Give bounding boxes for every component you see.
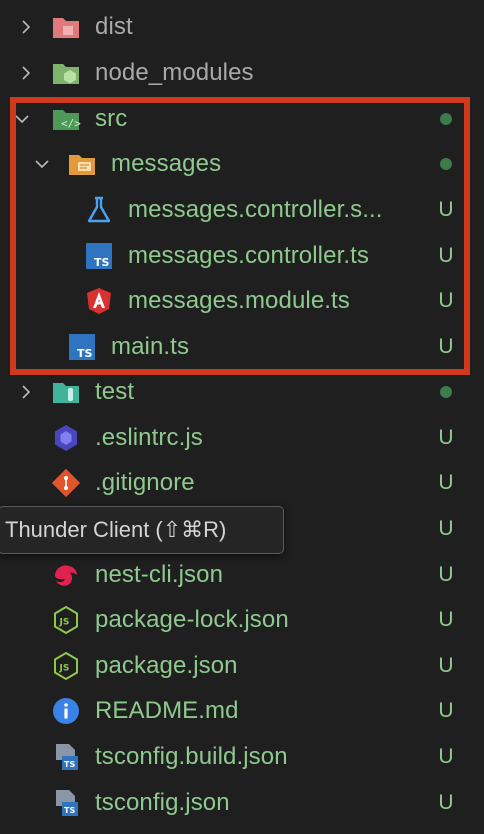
tree-item-package-lock[interactable]: JS package-lock.json U — [0, 597, 484, 643]
untracked-status: U — [438, 791, 454, 814]
modified-dot-indicator — [440, 113, 452, 125]
tree-item-label: src — [95, 105, 128, 132]
info-icon — [51, 696, 81, 726]
tree-item-label: package.json — [95, 652, 238, 679]
tree-item-src[interactable]: </> src — [0, 96, 484, 142]
untracked-status: U — [438, 608, 454, 631]
modified-dot-indicator — [440, 386, 452, 398]
nestjs-icon — [51, 560, 81, 590]
folder-node-icon — [51, 58, 81, 88]
tooltip-text: Thunder Client (⇧⌘R) — [5, 517, 227, 542]
tree-item-label: node_modules — [95, 59, 254, 86]
folder-test-icon — [51, 377, 81, 407]
tree-item-gitignore[interactable]: .gitignore U — [0, 460, 484, 506]
untracked-status: U — [438, 745, 454, 768]
chevron-down-icon[interactable] — [33, 155, 51, 173]
tree-item-nest-cli[interactable]: nest-cli.json U — [0, 552, 484, 598]
tree-item-label: README.md — [95, 697, 239, 724]
folder-src-icon: </> — [51, 104, 81, 134]
tree-item-test[interactable]: test — [0, 369, 484, 415]
tree-item-label: messages — [111, 150, 222, 177]
chevron-right-icon[interactable] — [17, 383, 35, 401]
untracked-status: U — [438, 654, 454, 677]
git-icon — [51, 468, 81, 498]
svg-text:TS: TS — [64, 760, 75, 769]
chevron-right-icon[interactable] — [17, 18, 35, 36]
tree-item-label: main.ts — [111, 333, 190, 360]
tree-item-messages-module[interactable]: messages.module.ts U — [0, 278, 484, 324]
untracked-status: U — [438, 426, 454, 449]
untracked-status: U — [438, 244, 454, 267]
tree-item-label: tsconfig.json — [95, 789, 230, 816]
tree-item-label: test — [95, 378, 135, 405]
chevron-down-icon[interactable] — [13, 110, 31, 128]
svg-text:JS: JS — [59, 664, 70, 674]
untracked-status: U — [438, 335, 454, 358]
tree-item-tsconfig[interactable]: TS tsconfig.json U — [0, 780, 484, 826]
untracked-status: U — [438, 699, 454, 722]
svg-text:TS: TS — [77, 347, 93, 360]
svg-text:TS: TS — [64, 806, 75, 815]
tree-item-main[interactable]: TS main.ts U — [0, 324, 484, 370]
tree-item-package[interactable]: JS package.json U — [0, 643, 484, 689]
tree-item-label: tsconfig.build.json — [95, 743, 288, 770]
nodejs-icon: JS — [51, 651, 81, 681]
folder-dist-icon — [51, 12, 81, 42]
modified-dot-indicator — [440, 158, 452, 170]
angular-icon — [84, 286, 114, 316]
tree-item-label: dist — [95, 13, 133, 40]
svg-text:TS: TS — [94, 256, 110, 269]
tree-item-dist[interactable]: dist — [0, 4, 484, 50]
test-flask-icon — [84, 195, 114, 225]
nodejs-icon: JS — [51, 605, 81, 635]
svg-text:JS: JS — [59, 618, 70, 628]
tsconfig-icon: TS — [51, 788, 81, 818]
tree-item-label: messages.controller.s... — [128, 196, 383, 223]
tree-item-label: .eslintrc.js — [95, 424, 203, 451]
tree-item-label: package-lock.json — [95, 606, 289, 633]
untracked-status: U — [438, 289, 454, 312]
typescript-icon: TS — [67, 332, 97, 362]
tree-item-tsconfig-build[interactable]: TS tsconfig.build.json U — [0, 734, 484, 780]
tree-item-eslintrc[interactable]: .eslintrc.js U — [0, 415, 484, 461]
untracked-status: U — [438, 471, 454, 494]
untracked-status: U — [438, 198, 454, 221]
tree-item-node-modules[interactable]: node_modules — [0, 50, 484, 96]
typescript-icon: TS — [84, 241, 114, 271]
svg-text:</>: </> — [61, 117, 81, 130]
folder-messages-icon — [67, 149, 97, 179]
tree-item-messages-controller[interactable]: TS messages.controller.ts U — [0, 233, 484, 279]
untracked-status: U — [438, 563, 454, 586]
tree-item-messages-controller-spec[interactable]: messages.controller.s... U — [0, 187, 484, 233]
untracked-status: U — [438, 517, 454, 540]
eslint-icon — [51, 423, 81, 453]
tree-item-readme[interactable]: README.md U — [0, 688, 484, 734]
chevron-right-icon[interactable] — [17, 64, 35, 82]
tree-item-messages[interactable]: messages — [0, 141, 484, 187]
tree-item-label: messages.module.ts — [128, 287, 350, 314]
tree-item-label: messages.controller.ts — [128, 242, 369, 269]
tree-item-label: nest-cli.json — [95, 561, 224, 588]
tsconfig-icon: TS — [51, 742, 81, 772]
tree-item-hidden[interactable]: U — [0, 506, 484, 552]
thunder-client-tooltip: Thunder Client (⇧⌘R) — [0, 506, 284, 554]
tree-item-label: .gitignore — [95, 469, 195, 496]
